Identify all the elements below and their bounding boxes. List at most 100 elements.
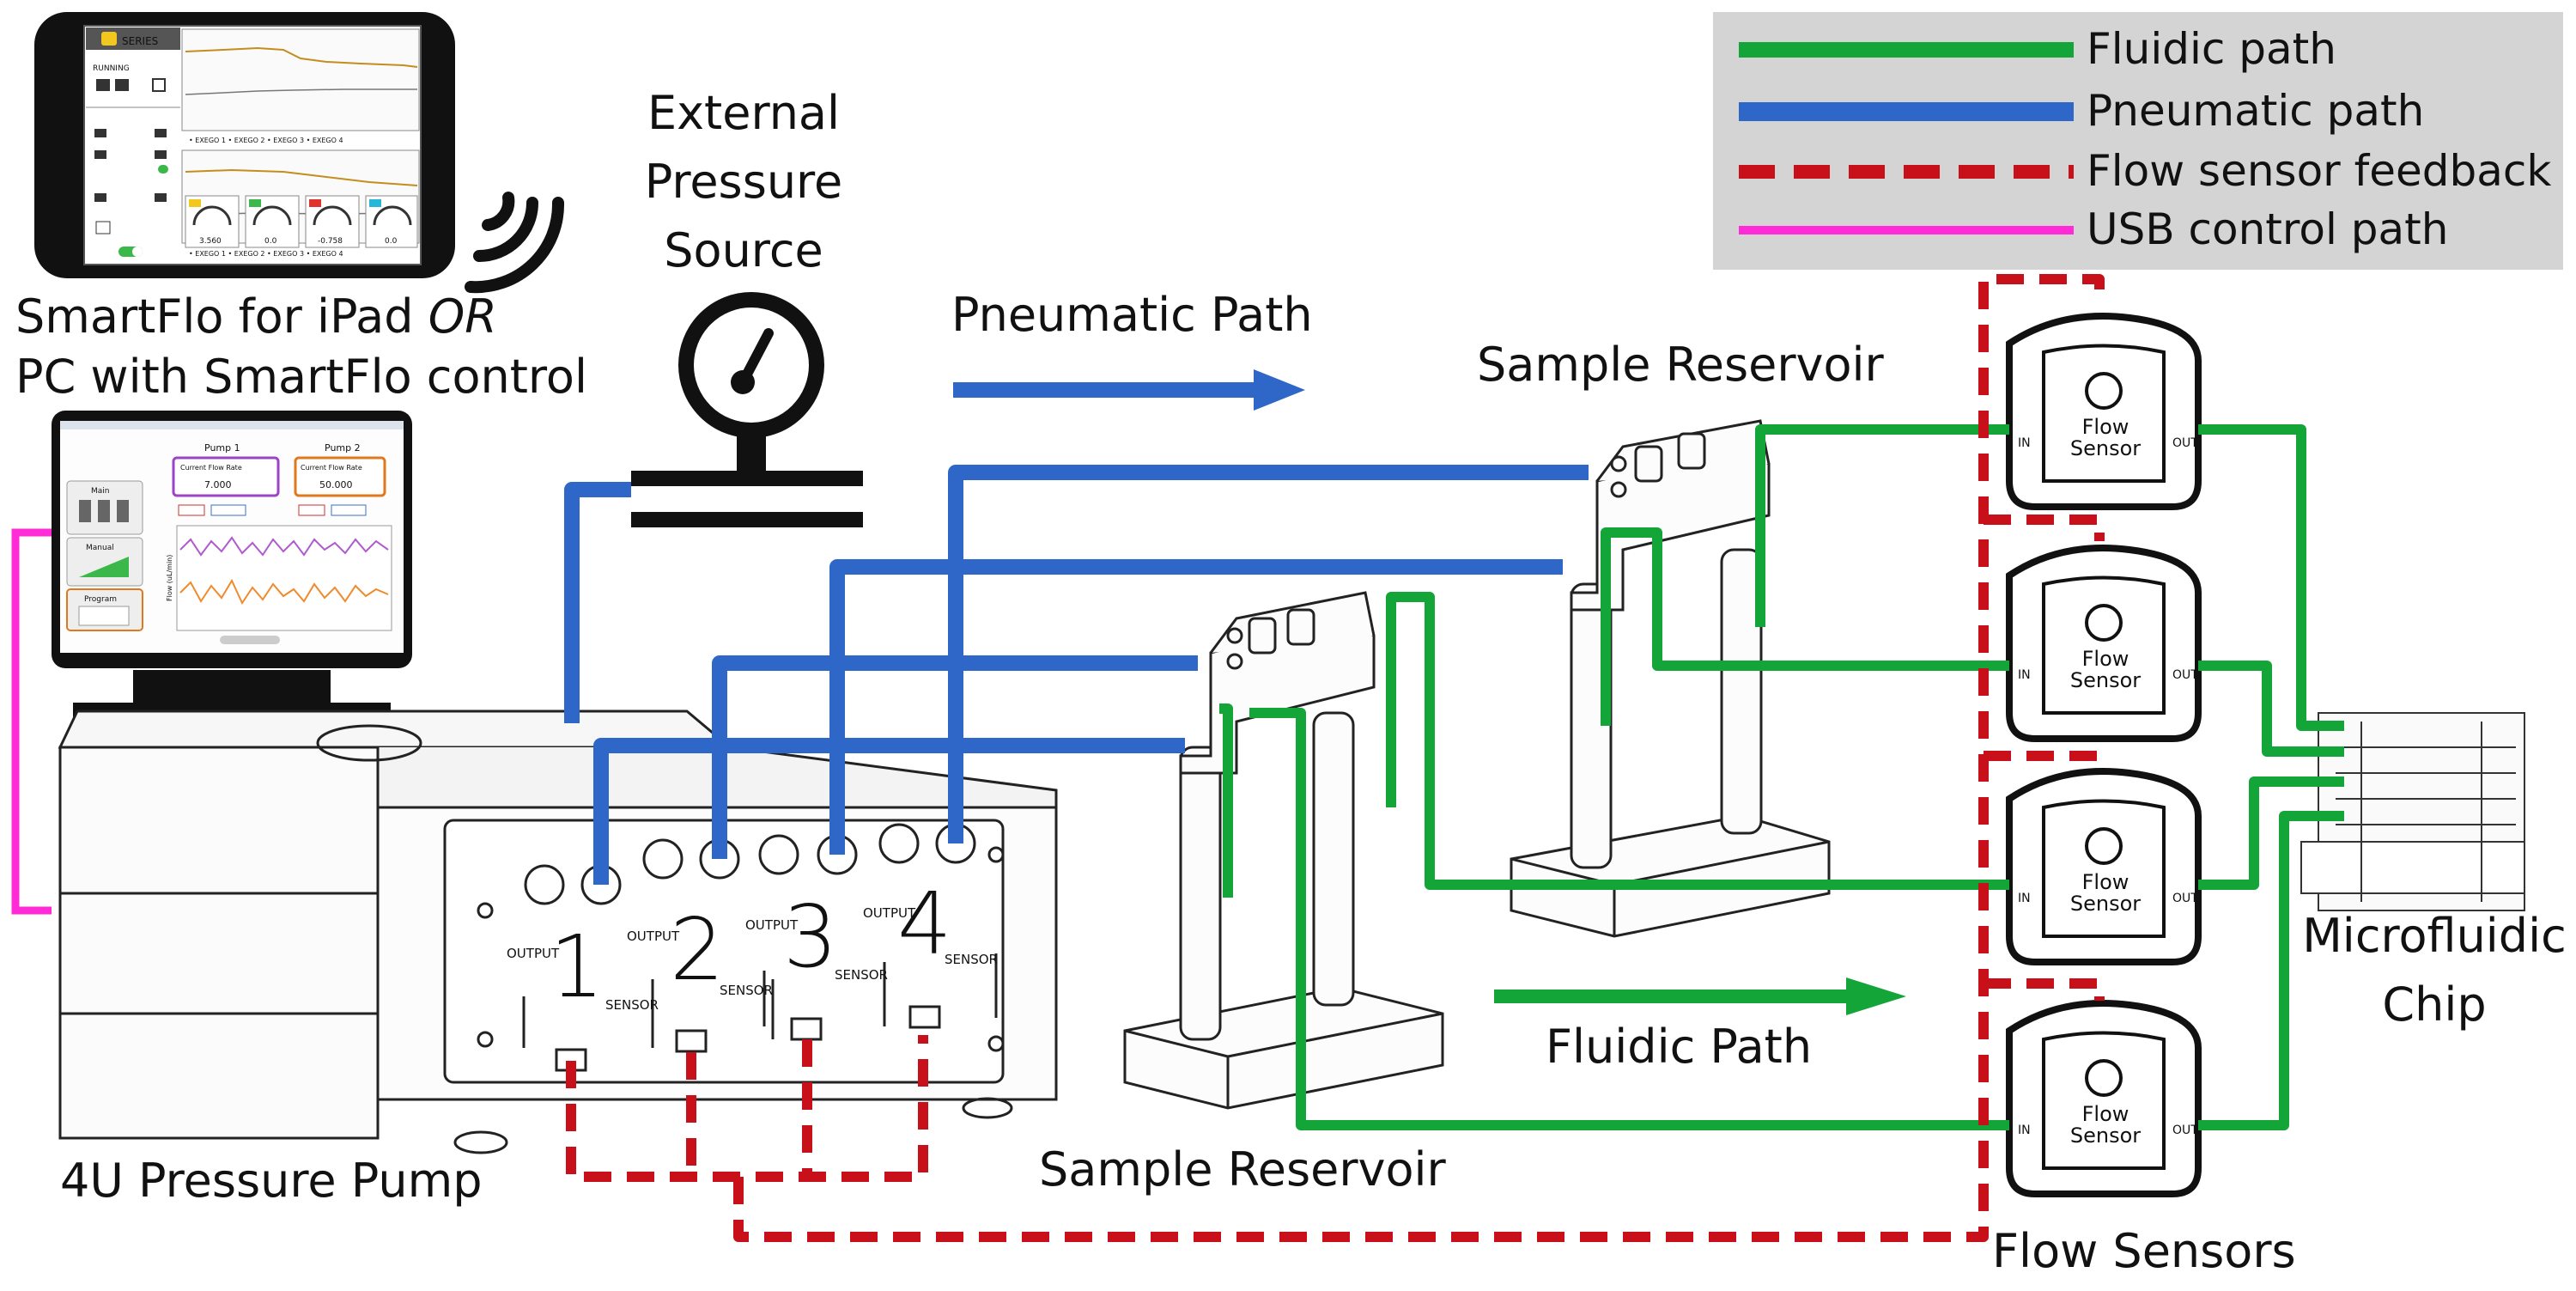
microfluidic-chip [2300,712,2525,911]
pump-output-label-1: OUTPUT [507,946,560,961]
wireless-signal-icon [465,192,565,294]
pneumatic-path-arrow [953,369,1305,411]
feedback-sensor-2 [1984,515,2105,541]
legend-label-pneumatic: Pneumatic path [2087,86,2424,136]
flow-sensor-4: Flow Sensor IN OUT [2006,1000,2202,1197]
fluidic-out-4 [2198,811,2344,1130]
pneumatic-path-label: Pneumatic Path [951,288,1313,342]
legend-label-usb: USB control path [2087,204,2448,254]
feedback-pump-bus [566,1035,928,1182]
legend-label-fluidic: Fluidic path [2087,24,2336,74]
ipad-chart-legend-bottom: • EXEGO 1 • EXEGO 2 • EXEGO 3 • EXEGO 4 [189,250,343,258]
sample-reservoir-bottom [1123,591,1444,1110]
usb-control-path [11,528,52,915]
fluidic-out-2 [2198,661,2344,757]
flow-sensor-2-in: IN [2018,668,2031,682]
ipad-gauge-value-1: 3.560 [199,237,222,246]
pump-output-label-4: OUTPUT [863,905,916,921]
pump-sensor-label-1: SENSOR [605,997,659,1013]
ipad-gauge-value-4: 0.0 [385,237,398,246]
flow-sensor-4-label-2: Sensor [2070,1124,2141,1148]
external-pressure-label-3: Source [664,223,823,277]
monitor-menu-main: Main [91,487,110,496]
monitor-pump1-title: Pump 1 [204,442,240,454]
flow-sensor-4-in: IN [2018,1124,2031,1137]
fluidic-path-arrow [1494,977,1906,1015]
ipad-gauges: 3.560 0.0 -0.758 0.0 [185,195,418,248]
sample-reservoir-top [1510,419,1831,938]
flow-sensor-1-in: IN [2018,436,2031,450]
legend: Fluidic path Pneumatic path Flow sensor … [1713,12,2563,270]
ipad-screen-title: SERIES [122,35,158,47]
pump-channel-number-4: 4 [897,874,952,974]
flow-sensor-4-label-1: Flow [2082,1102,2129,1126]
pump-output-label-2: OUTPUT [627,929,680,944]
fluidic-path-b [1601,527,2009,726]
feedback-sensor-4 [1984,978,2105,1001]
pump-sensor-label-3: SENSOR [835,967,888,983]
feedback-sensor-3 [1984,751,2105,769]
fluidic-path-label: Fluidic Path [1546,1020,1812,1074]
fluidic-paths [1219,424,2344,1130]
flow-sensor-3: Flow Sensor IN OUT [2006,768,2202,965]
fluidic-out-1 [2198,424,2344,731]
pneumatic-path-4 [948,465,1589,843]
monitor-menu-manual: Manual [86,544,114,552]
pump-panel-text: 1 2 3 4 OUTPUT OUTPUT OUTPUT OUTPUT SENS… [507,874,998,1017]
flow-sensor-2-out: OUT [2172,668,2198,682]
pneumatic-path-1 [593,738,1185,885]
monitor-cfr-label-2: Current Flow Rate [301,464,362,472]
fluidic-out-3 [2198,776,2344,890]
pneumatic-paths [564,465,1589,885]
external-pressure-label-1: External [647,86,840,140]
fluidic-path-e [1249,708,2009,1130]
pump-channel-number-3: 3 [783,886,838,987]
flow-sensor-3-in: IN [2018,892,2031,905]
sample-reservoir-top-label: Sample Reservoir [1477,338,1885,392]
ipad-gauge-value-3: -0.758 [318,237,343,246]
flow-sensor-3-out: OUT [2172,892,2198,905]
ipad-chart-legend-top: • EXEGO 1 • EXEGO 2 • EXEGO 3 • EXEGO 4 [189,137,343,144]
ipad-gauge-value-2: 0.0 [264,237,277,246]
flow-sensor-1-label-1: Flow [2082,415,2129,439]
chip-label-2: Chip [2382,977,2486,1032]
ipad: SERIES RUNNING • EXEGO 1 • EXEGO 2 • EXE… [34,12,455,278]
flow-sensor-3-label-1: Flow [2082,870,2129,894]
flow-sensor-2-label-1: Flow [2082,647,2129,671]
flow-sensor-2-label-2: Sensor [2070,668,2141,692]
pump-channel-2 [642,838,775,1053]
ipad-screen-status: RUNNING [93,64,130,73]
pump-label: 4U Pressure Pump [60,1154,483,1208]
pneumatic-path-3 [829,559,1563,855]
monitor-cfr-label-1: Current Flow Rate [180,464,242,472]
pneumatic-path-external [564,482,631,723]
pump-channel-number-1: 1 [550,916,605,1017]
monitor-menu-program: Program [84,595,117,604]
monitor-chart-ylabel: Flow (uL/min) [166,555,173,601]
flow-sensors-label: Flow Sensors [1992,1224,2296,1278]
sample-reservoir-bottom-label: Sample Reservoir [1039,1142,1447,1197]
pneumatic-path-2 [712,655,1198,859]
external-pressure-label-2: Pressure [645,155,843,209]
pump-sensor-label-4: SENSOR [945,952,998,967]
flow-sensor-1-out: OUT [2172,436,2198,450]
legend-label-feedback: Flow sensor feedback [2087,146,2551,196]
pump-sensor-label-2: SENSOR [720,983,773,998]
monitor-flow-value-1: 7.000 [204,479,232,490]
pc-monitor: Pump 1 Pump 2 Current Flow Rate 7.000 Cu… [52,411,412,728]
pump-channel-4 [878,823,998,1029]
fluidic-path-c [1219,703,1233,898]
flow-sensor-1-label-2: Sensor [2070,436,2141,460]
flow-sensor-3-label-2: Sensor [2070,892,2141,916]
flow-sensor-1: Flow Sensor IN OUT [2006,313,2202,510]
pressure-gauge-icon [631,292,863,527]
monitor-flow-value-2: 50.000 [319,479,353,490]
monitor-pump2-title: Pump 2 [325,442,361,454]
fluidic-path-d [1386,592,2009,890]
pump-output-label-3: OUTPUT [745,917,799,933]
flow-sensor-2: Flow Sensor IN OUT [2006,545,2202,742]
smartflo-label-line2: PC with SmartFlo control [15,350,587,404]
smartflo-label-line1: SmartFlo for iPad OR [15,289,497,344]
fluidic-path-a [1755,424,2009,627]
